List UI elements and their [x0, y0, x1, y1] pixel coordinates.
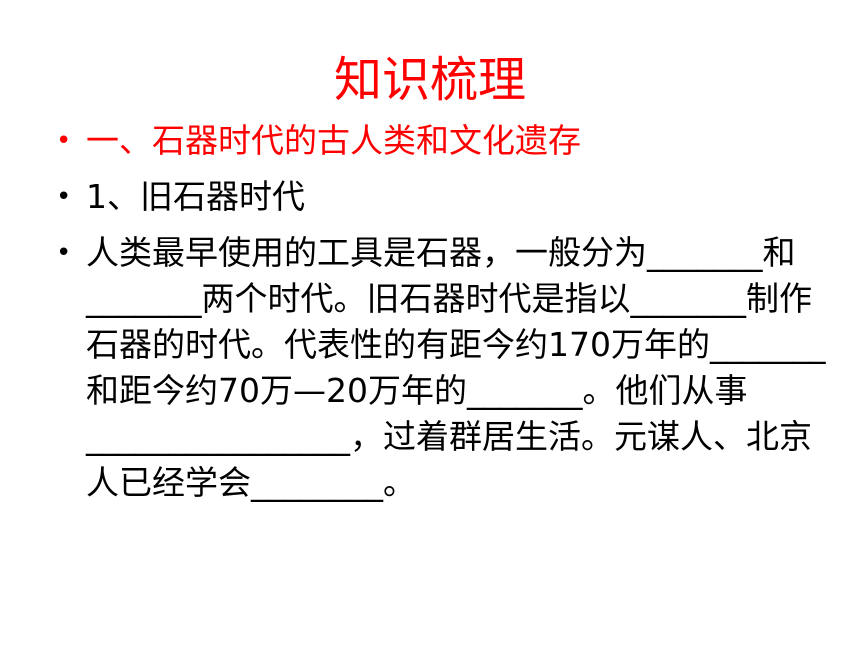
bullet-list: • 一、石器时代的古人类和文化遗存 • 1、旧石器时代 • 人类最早使用的工具是…	[56, 118, 826, 516]
bullet-dot-icon: •	[56, 238, 72, 268]
bullet-text: 一、石器时代的古人类和文化遗存	[86, 121, 581, 160]
bullet-item-fill-in-paragraph: • 人类最早使用的工具是石器，一般分为_______和_______两个时代。旧…	[56, 230, 826, 506]
bullet-text: 人类最早使用的工具是石器，一般分为_______和_______两个时代。旧石器…	[86, 233, 826, 502]
bullet-item-section-heading: • 一、石器时代的古人类和文化遗存	[56, 118, 826, 164]
slide-title: 知识梳理	[333, 52, 526, 108]
bullet-dot-icon: •	[56, 182, 72, 212]
bullet-text: 1、旧石器时代	[86, 177, 305, 216]
bullet-item-subheading: • 1、旧石器时代	[56, 174, 826, 220]
bullet-dot-icon: •	[56, 126, 72, 156]
